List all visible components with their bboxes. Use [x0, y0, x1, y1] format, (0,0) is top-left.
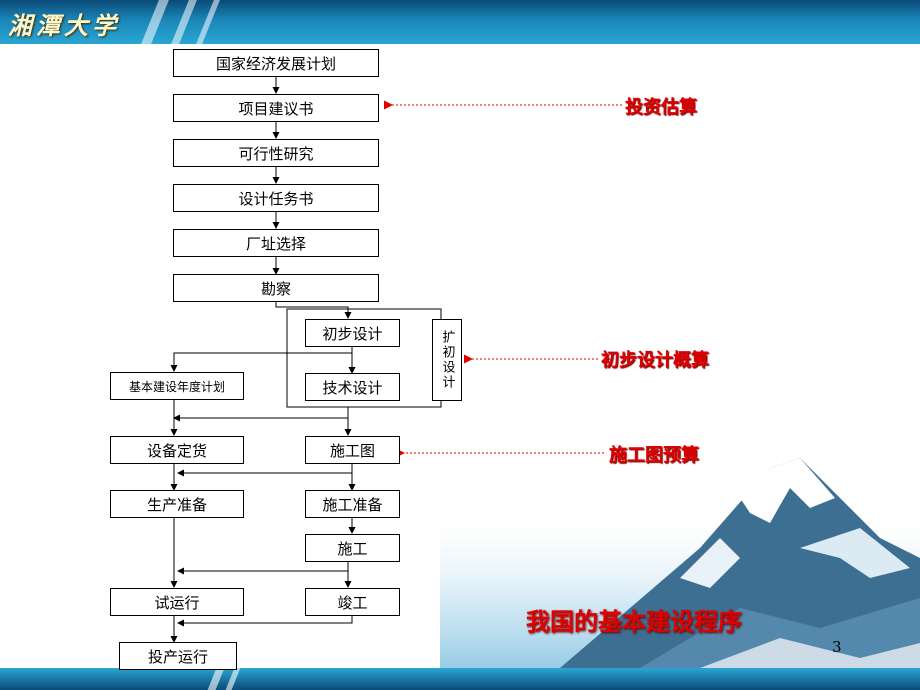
- slide-title: 我国的基本建设程序: [526, 608, 742, 636]
- node-site-selection: 厂址选择: [173, 229, 379, 257]
- node-equipment-order: 设备定货: [110, 436, 244, 464]
- node-construction-prep: 施工准备: [305, 490, 400, 518]
- node-feasibility-study: 可行性研究: [173, 139, 379, 167]
- mountain-decoration: [440, 458, 920, 668]
- node-technical-design: 技术设计: [305, 373, 400, 401]
- annotation-investment-estimate: 投资估算: [625, 97, 697, 118]
- node-construction: 施工: [305, 534, 400, 562]
- annotation-preliminary-estimate: 初步设计概算: [601, 350, 709, 371]
- node-completion: 竣工: [305, 588, 400, 616]
- node-preliminary-design: 初步设计: [305, 319, 400, 347]
- node-project-proposal: 项目建议书: [173, 94, 379, 122]
- node-survey: 勘察: [173, 274, 379, 302]
- node-operation: 投产运行: [119, 642, 237, 670]
- node-construction-drawing: 施工图: [305, 436, 400, 464]
- node-annual-plan: 基本建设年度计划: [110, 372, 244, 400]
- node-trial-run: 试运行: [110, 588, 244, 616]
- node-production-prep: 生产准备: [110, 490, 244, 518]
- node-design-task: 设计任务书: [173, 184, 379, 212]
- node-national-plan: 国家经济发展计划: [173, 49, 379, 77]
- page-number: 3: [832, 638, 842, 656]
- annotation-drawing-budget: 施工图预算: [609, 445, 699, 466]
- footer-band: [0, 668, 920, 690]
- node-expanded-design: 扩初设计: [432, 319, 462, 401]
- university-logo: 湘潭大学: [8, 11, 120, 40]
- header-band: 湘潭大学: [0, 0, 920, 44]
